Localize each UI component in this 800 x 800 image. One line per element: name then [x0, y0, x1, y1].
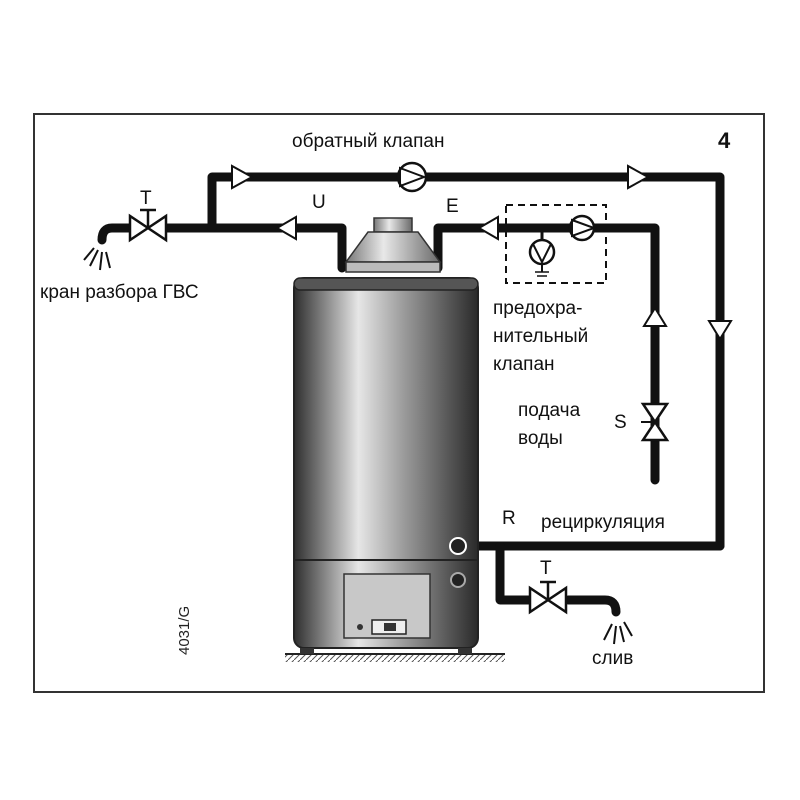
pipes [97, 172, 725, 617]
water-heater-icon [293, 217, 479, 654]
return-line-pipe [207, 172, 725, 551]
arrow-return-down [707, 320, 733, 341]
hot-tap-label: кран разбора ГВС [40, 282, 199, 303]
figure-number: 4 [718, 128, 731, 153]
recirculation-label: рециркуляция [541, 512, 665, 533]
safety-valve-label-line3: клапан [493, 354, 555, 375]
arrow-u [275, 215, 297, 241]
arrow-e [477, 215, 499, 241]
floor [285, 653, 505, 662]
safety-valve-label-line2: нительный [493, 326, 589, 347]
safety-valve-label-line1: предохра- [493, 298, 583, 319]
letter-u: U [312, 192, 326, 213]
letter-r: R [502, 508, 516, 529]
drawing-code: 4031/G [176, 605, 193, 655]
valve-s-icon [640, 402, 670, 442]
safety-valve-group [505, 204, 607, 284]
check-valve-icon [396, 161, 428, 193]
water-supply-label-line1: подача [518, 400, 581, 421]
valve-t-bottom-icon [528, 580, 568, 615]
arrow-return-right [627, 164, 651, 190]
cold-inlet-pipe [433, 223, 660, 485]
drain-label: слив [592, 648, 634, 669]
arrow-supply-up [642, 306, 668, 327]
drain-pipe [495, 541, 621, 617]
letter-s: S [614, 412, 627, 433]
letter-e: E [446, 196, 459, 217]
drain-spray-icon [603, 621, 633, 645]
water-supply-label-line2: воды [518, 428, 563, 449]
valve-t-top-icon [128, 208, 168, 243]
letter-t-bottom: T [540, 558, 552, 579]
hot-water-pipe [157, 223, 347, 273]
check-valve-label: обратный клапан [292, 131, 445, 152]
letter-t-top: T [140, 188, 152, 209]
hot-tap-spout [97, 223, 137, 245]
hot-tap-spray-icon [83, 247, 111, 271]
flow-arrows [231, 164, 733, 341]
diagram-frame [33, 113, 765, 693]
arrow-return-left [231, 164, 255, 190]
